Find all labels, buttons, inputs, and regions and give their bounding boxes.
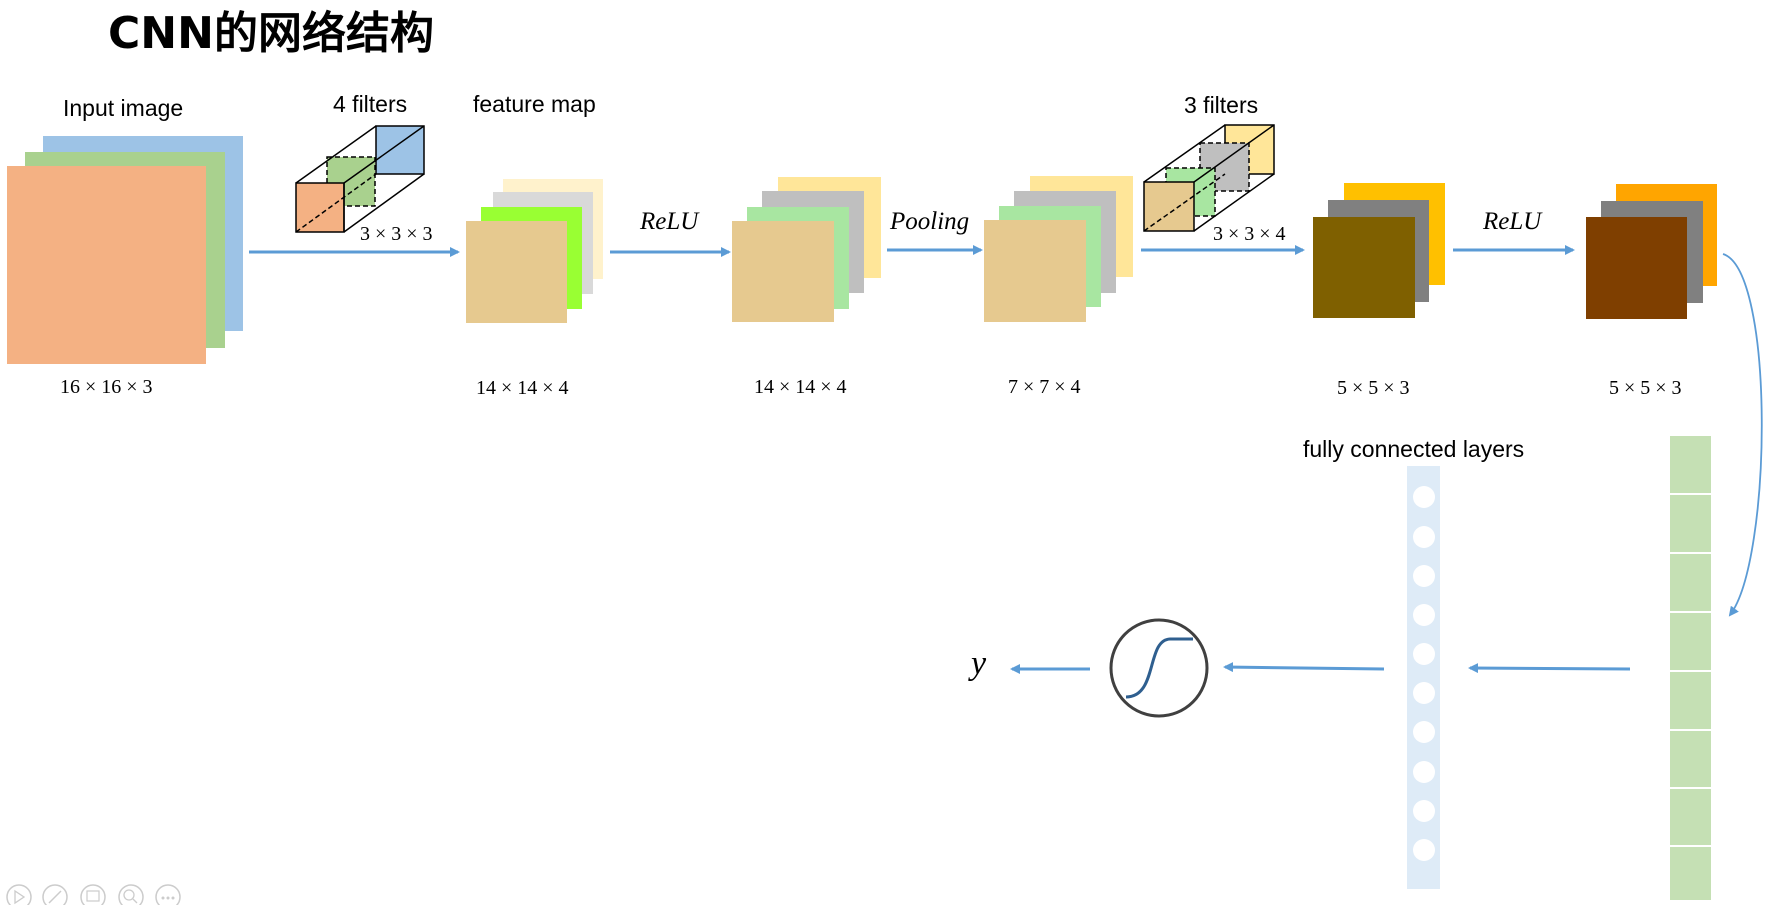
filter-3-dims: 3 × 3 × 4 (1213, 223, 1286, 245)
pen-icon[interactable] (42, 884, 68, 905)
page-title: CNN的网络结构 (108, 8, 434, 59)
slide-toolbar (6, 884, 181, 905)
filter-3-cube (1143, 124, 1275, 232)
output-y: y (968, 645, 987, 682)
filters-4-label: 4 filters (333, 91, 407, 117)
relu-2-label: ReLU (1482, 208, 1543, 235)
pool-dims: 7 × 7 × 4 (1008, 376, 1081, 398)
sigmoid-node (1109, 618, 1209, 718)
relu1-dims: 14 × 14 × 4 (754, 376, 847, 398)
input-image-label: Input image (63, 95, 183, 121)
filter-4-cube (295, 125, 425, 233)
arrow-flatten-to-fc (1468, 663, 1631, 674)
fc-layer (1407, 466, 1440, 889)
feature-map-label: feature map (473, 91, 596, 117)
play-icon[interactable] (6, 884, 32, 905)
input-channel-orange (7, 166, 206, 364)
arrow-fc-to-sigmoid (1223, 662, 1385, 673)
input-dims: 16 × 16 × 3 (60, 376, 153, 398)
sigmoid-icon (1125, 637, 1193, 699)
fc-label: fully connected layers (1303, 436, 1524, 462)
conv1-dims: 14 × 14 × 4 (476, 377, 569, 399)
conv2-dims: 5 × 5 × 3 (1337, 377, 1410, 399)
relu2-dims: 5 × 5 × 3 (1609, 377, 1682, 399)
conv2-stack (1313, 183, 1445, 318)
relu-1-stack (732, 177, 881, 322)
pool-stack (984, 176, 1133, 322)
relu-2-stack (1586, 184, 1717, 319)
feature-map-stack (466, 179, 603, 323)
input-image-stack (7, 136, 243, 364)
pooling-label: Pooling (889, 208, 969, 235)
arrow-flatten-curve (1722, 253, 1763, 617)
relu-1-label: ReLU (639, 208, 700, 235)
grid-icon[interactable] (80, 884, 106, 905)
flatten-vector (1670, 436, 1711, 900)
filters-3-label: 3 filters (1184, 92, 1258, 118)
zoom-icon[interactable] (118, 884, 144, 905)
more-icon[interactable] (155, 884, 181, 905)
filter-4-dims: 3 × 3 × 3 (360, 223, 433, 245)
